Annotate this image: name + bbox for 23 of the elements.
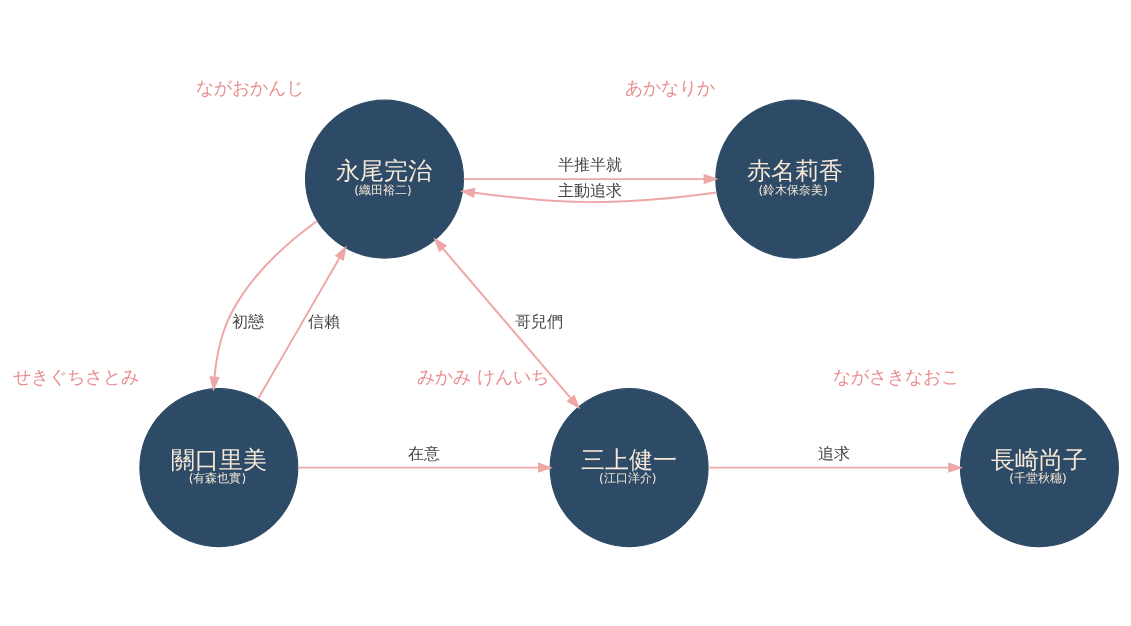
- edge-label: 初戀: [231, 311, 264, 331]
- node-label: ながおかんじ: [195, 77, 304, 98]
- node-circle: 長崎尚子 (千堂秋穗): [959, 387, 1119, 547]
- arrow: [257, 244, 347, 400]
- arrow: [433, 237, 581, 409]
- edge-label: 主動追求: [557, 180, 622, 200]
- edge-label: 追求: [818, 443, 851, 463]
- edge-label: 信賴: [307, 311, 340, 331]
- arrow: [209, 219, 319, 392]
- edge-label: 在意: [407, 443, 440, 463]
- node-label: あかなりか: [624, 77, 715, 98]
- arrow: [459, 187, 718, 203]
- node-circle: 關口里美 (有森也實): [139, 387, 299, 547]
- node-label: せきぐちさとみ: [12, 366, 139, 387]
- edge-label: 哥兒們: [515, 311, 564, 331]
- arrow: [296, 461, 553, 473]
- node-label: ながさきなおこ: [833, 366, 960, 387]
- arrow: [462, 173, 719, 184]
- node-label: みかみ けんいち: [417, 366, 549, 387]
- edge-label: 半推半就: [557, 154, 622, 174]
- node-circle: 三上健一 (江口洋介): [549, 387, 709, 547]
- arrow: [707, 461, 964, 473]
- node-circle: 赤名莉香 (鈴木保奈美): [715, 99, 875, 259]
